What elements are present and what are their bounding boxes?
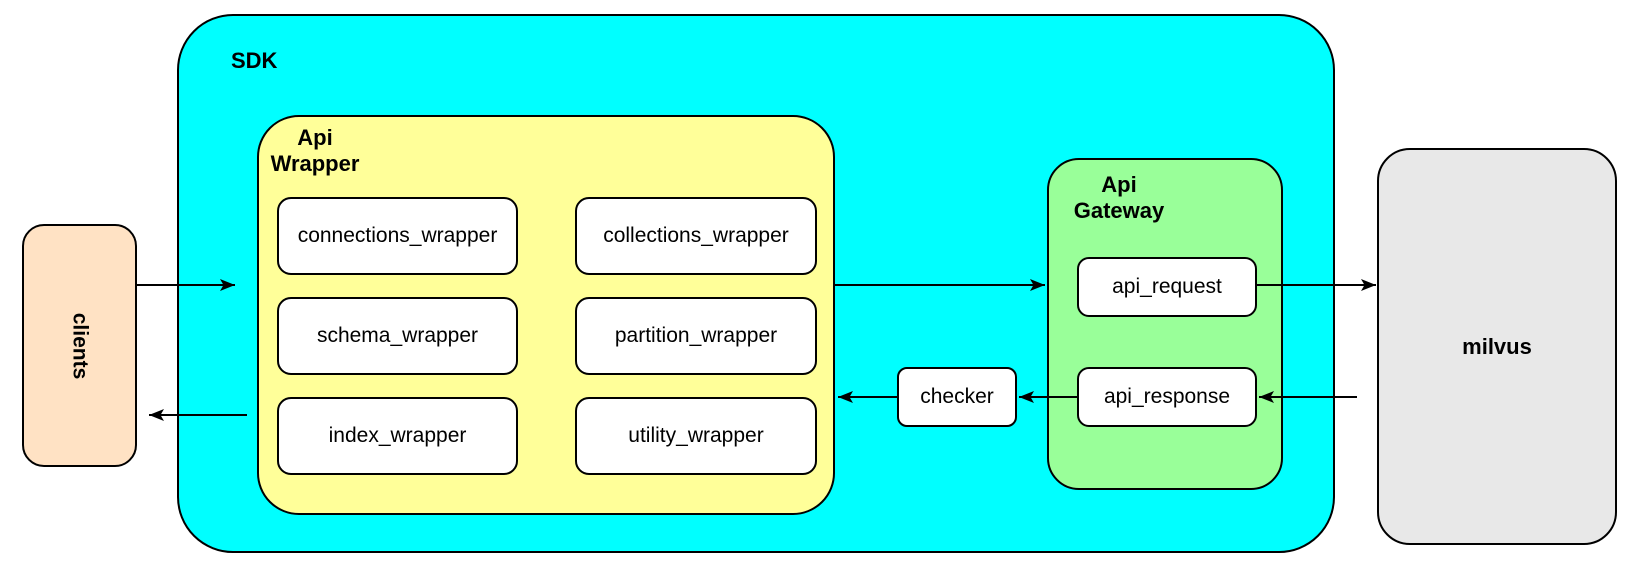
checker-label: checker <box>920 385 994 408</box>
partition-wrapper-label: partition_wrapper <box>614 324 778 347</box>
api-gateway-label: Api Gateway <box>1073 172 1165 223</box>
schema-wrapper-label: schema_wrapper <box>316 324 479 347</box>
api-request-label: api_request <box>1112 275 1222 298</box>
api-gateway-container: Api Gateway <box>1047 158 1283 490</box>
schema-wrapper-node: schema_wrapper <box>277 297 518 375</box>
milvus-node: milvus <box>1377 148 1617 545</box>
api-request-node: api_request <box>1077 257 1257 317</box>
partition-wrapper-node: partition_wrapper <box>575 297 817 375</box>
clients-node: clients <box>22 224 137 467</box>
api-response-node: api_response <box>1077 367 1257 427</box>
checker-node: checker <box>897 367 1017 427</box>
collections-wrapper-node: collections_wrapper <box>575 197 817 275</box>
milvus-label: milvus <box>1462 333 1532 359</box>
index-wrapper-label: index_wrapper <box>328 424 467 447</box>
sdk-label: SDK <box>231 48 278 73</box>
collections-wrapper-label: collections_wrapper <box>603 224 789 247</box>
utility-wrapper-label: utility_wrapper <box>628 424 764 447</box>
connections-wrapper-node: connections_wrapper <box>277 197 518 275</box>
clients-label: clients <box>68 312 92 379</box>
api-response-label: api_response <box>1103 385 1231 408</box>
api-wrapper-label: Api Wrapper <box>270 125 360 176</box>
utility-wrapper-node: utility_wrapper <box>575 397 817 475</box>
index-wrapper-node: index_wrapper <box>277 397 518 475</box>
connections-wrapper-label: connections_wrapper <box>297 224 498 247</box>
